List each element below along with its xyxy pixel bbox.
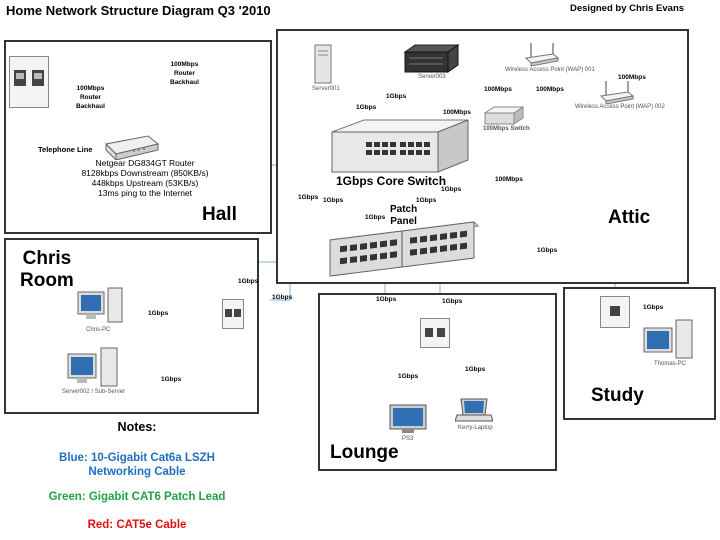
label-hall-backhaul: 100Mbps Router Backhaul xyxy=(76,85,105,110)
wall-socket-icon xyxy=(9,56,49,108)
patch-panel-icon xyxy=(328,221,480,277)
label-core-switch: 1Gbps Core Switch xyxy=(336,174,447,188)
label-switch-100: 100Mbps Switch xyxy=(483,126,530,132)
speed-switch-panel-d: 1Gbps xyxy=(416,197,437,204)
label-wap002: Wireless Access Point (WAP) 002 xyxy=(575,104,665,110)
label-ps3: PS3 xyxy=(402,436,414,442)
speed-kerry-laptop: 1Gbps xyxy=(465,366,486,373)
speed-switch-panel-b: 1Gbps xyxy=(323,197,344,204)
room-name-chris: Chris Room xyxy=(20,248,74,291)
label-patch-panel: Patch Panel xyxy=(390,204,418,227)
speed-chris-room-b: 1Gbps xyxy=(272,294,293,301)
kerry-laptop-icon xyxy=(455,398,493,422)
room-name-study: Study xyxy=(591,385,644,406)
lounge-socket-icon xyxy=(420,318,450,348)
server002-icon xyxy=(67,347,118,387)
speed-wap001-b: 100Mbps xyxy=(536,86,564,93)
speed-switch-panel-a: 1Gbps xyxy=(298,194,319,201)
router-downstream: 8128kbps Downstream (850KB/s) xyxy=(81,168,209,178)
label-thomas-pc: Thomas-PC xyxy=(654,361,687,367)
label-wap001: Wireless Access Point (WAP) 001 xyxy=(505,67,595,73)
room-chris: Chris Room xyxy=(4,238,259,414)
speed-server002: 1Gbps xyxy=(161,376,182,383)
speed-chris-room-a: 1Gbps xyxy=(238,278,259,285)
speed-switch-panel-c: 1Gbps xyxy=(365,214,386,221)
router-name: Netgear DG834GT Router xyxy=(95,158,195,168)
speed-switch-100-panel: 100Mbps xyxy=(495,176,523,183)
speed-study-link: 1Gbps xyxy=(537,247,558,254)
label-chris-pc: Chris-PC xyxy=(86,327,111,333)
speed-switch-100-link: 100Mbps xyxy=(443,109,471,116)
router-upstream: 448kbps Upstream (53KB/s) xyxy=(91,178,199,188)
label-kerry-laptop: Kerry-Laptop xyxy=(458,425,493,431)
switch-100-icon xyxy=(484,106,524,125)
chris-room-socket-icon xyxy=(222,299,244,329)
label-router-backhaul: 100Mbps Router Backhaul xyxy=(170,61,199,86)
wap001-icon xyxy=(525,43,559,66)
speed-wap002: 100Mbps xyxy=(618,74,646,81)
router-icon xyxy=(104,135,160,160)
room-name-attic: Attic xyxy=(608,207,651,228)
speed-ps3: 1Gbps xyxy=(398,373,419,380)
note-blue-cable: Blue: 10-Gigabit Cat6a LSZH Networking C… xyxy=(59,452,215,478)
router-info: Netgear DG834GT Router 8128kbps Downstre… xyxy=(60,158,230,198)
server001-icon xyxy=(314,44,332,84)
speed-server001: 1Gbps xyxy=(356,104,377,111)
room-name-lounge: Lounge xyxy=(330,442,399,463)
notes-heading: Notes: xyxy=(117,420,157,434)
author-credit: Designed by Chris Evans xyxy=(570,3,685,14)
label-server003: Server003 xyxy=(418,74,446,80)
study-socket-icon xyxy=(600,296,630,328)
core-switch-icon xyxy=(331,119,469,173)
speed-switch-panel-e: 1Gbps xyxy=(441,186,462,193)
wap002-icon xyxy=(600,81,634,104)
speed-lounge-b: 1Gbps xyxy=(442,298,463,305)
note-green-cable: Green: Gigabit CAT6 Patch Lead xyxy=(48,491,226,503)
label-telephone-line: Telephone Line xyxy=(38,145,93,154)
room-name-hall: Hall xyxy=(202,204,237,225)
thomas-pc-icon xyxy=(643,319,693,359)
chris-pc-icon xyxy=(77,287,123,323)
speed-wap001-a: 100Mbps xyxy=(484,86,512,93)
ps3-icon xyxy=(389,404,427,433)
label-server002: Server002 / Sub-Server xyxy=(62,389,126,395)
speed-chris-pc: 1Gbps xyxy=(148,310,169,317)
router-ping: 13ms ping to the Internet xyxy=(97,188,193,198)
server003-icon xyxy=(403,44,459,73)
note-red-cable: Red: CAT5e Cable xyxy=(87,519,187,531)
speed-server003-switch: 1Gbps xyxy=(386,93,407,100)
label-server001: Server001 xyxy=(312,86,340,92)
speed-lounge-a: 1Gbps xyxy=(376,296,397,303)
diagram-title: Home Network Structure Diagram Q3 '2010 xyxy=(6,3,271,18)
speed-thomas-pc: 1Gbps xyxy=(643,304,664,311)
